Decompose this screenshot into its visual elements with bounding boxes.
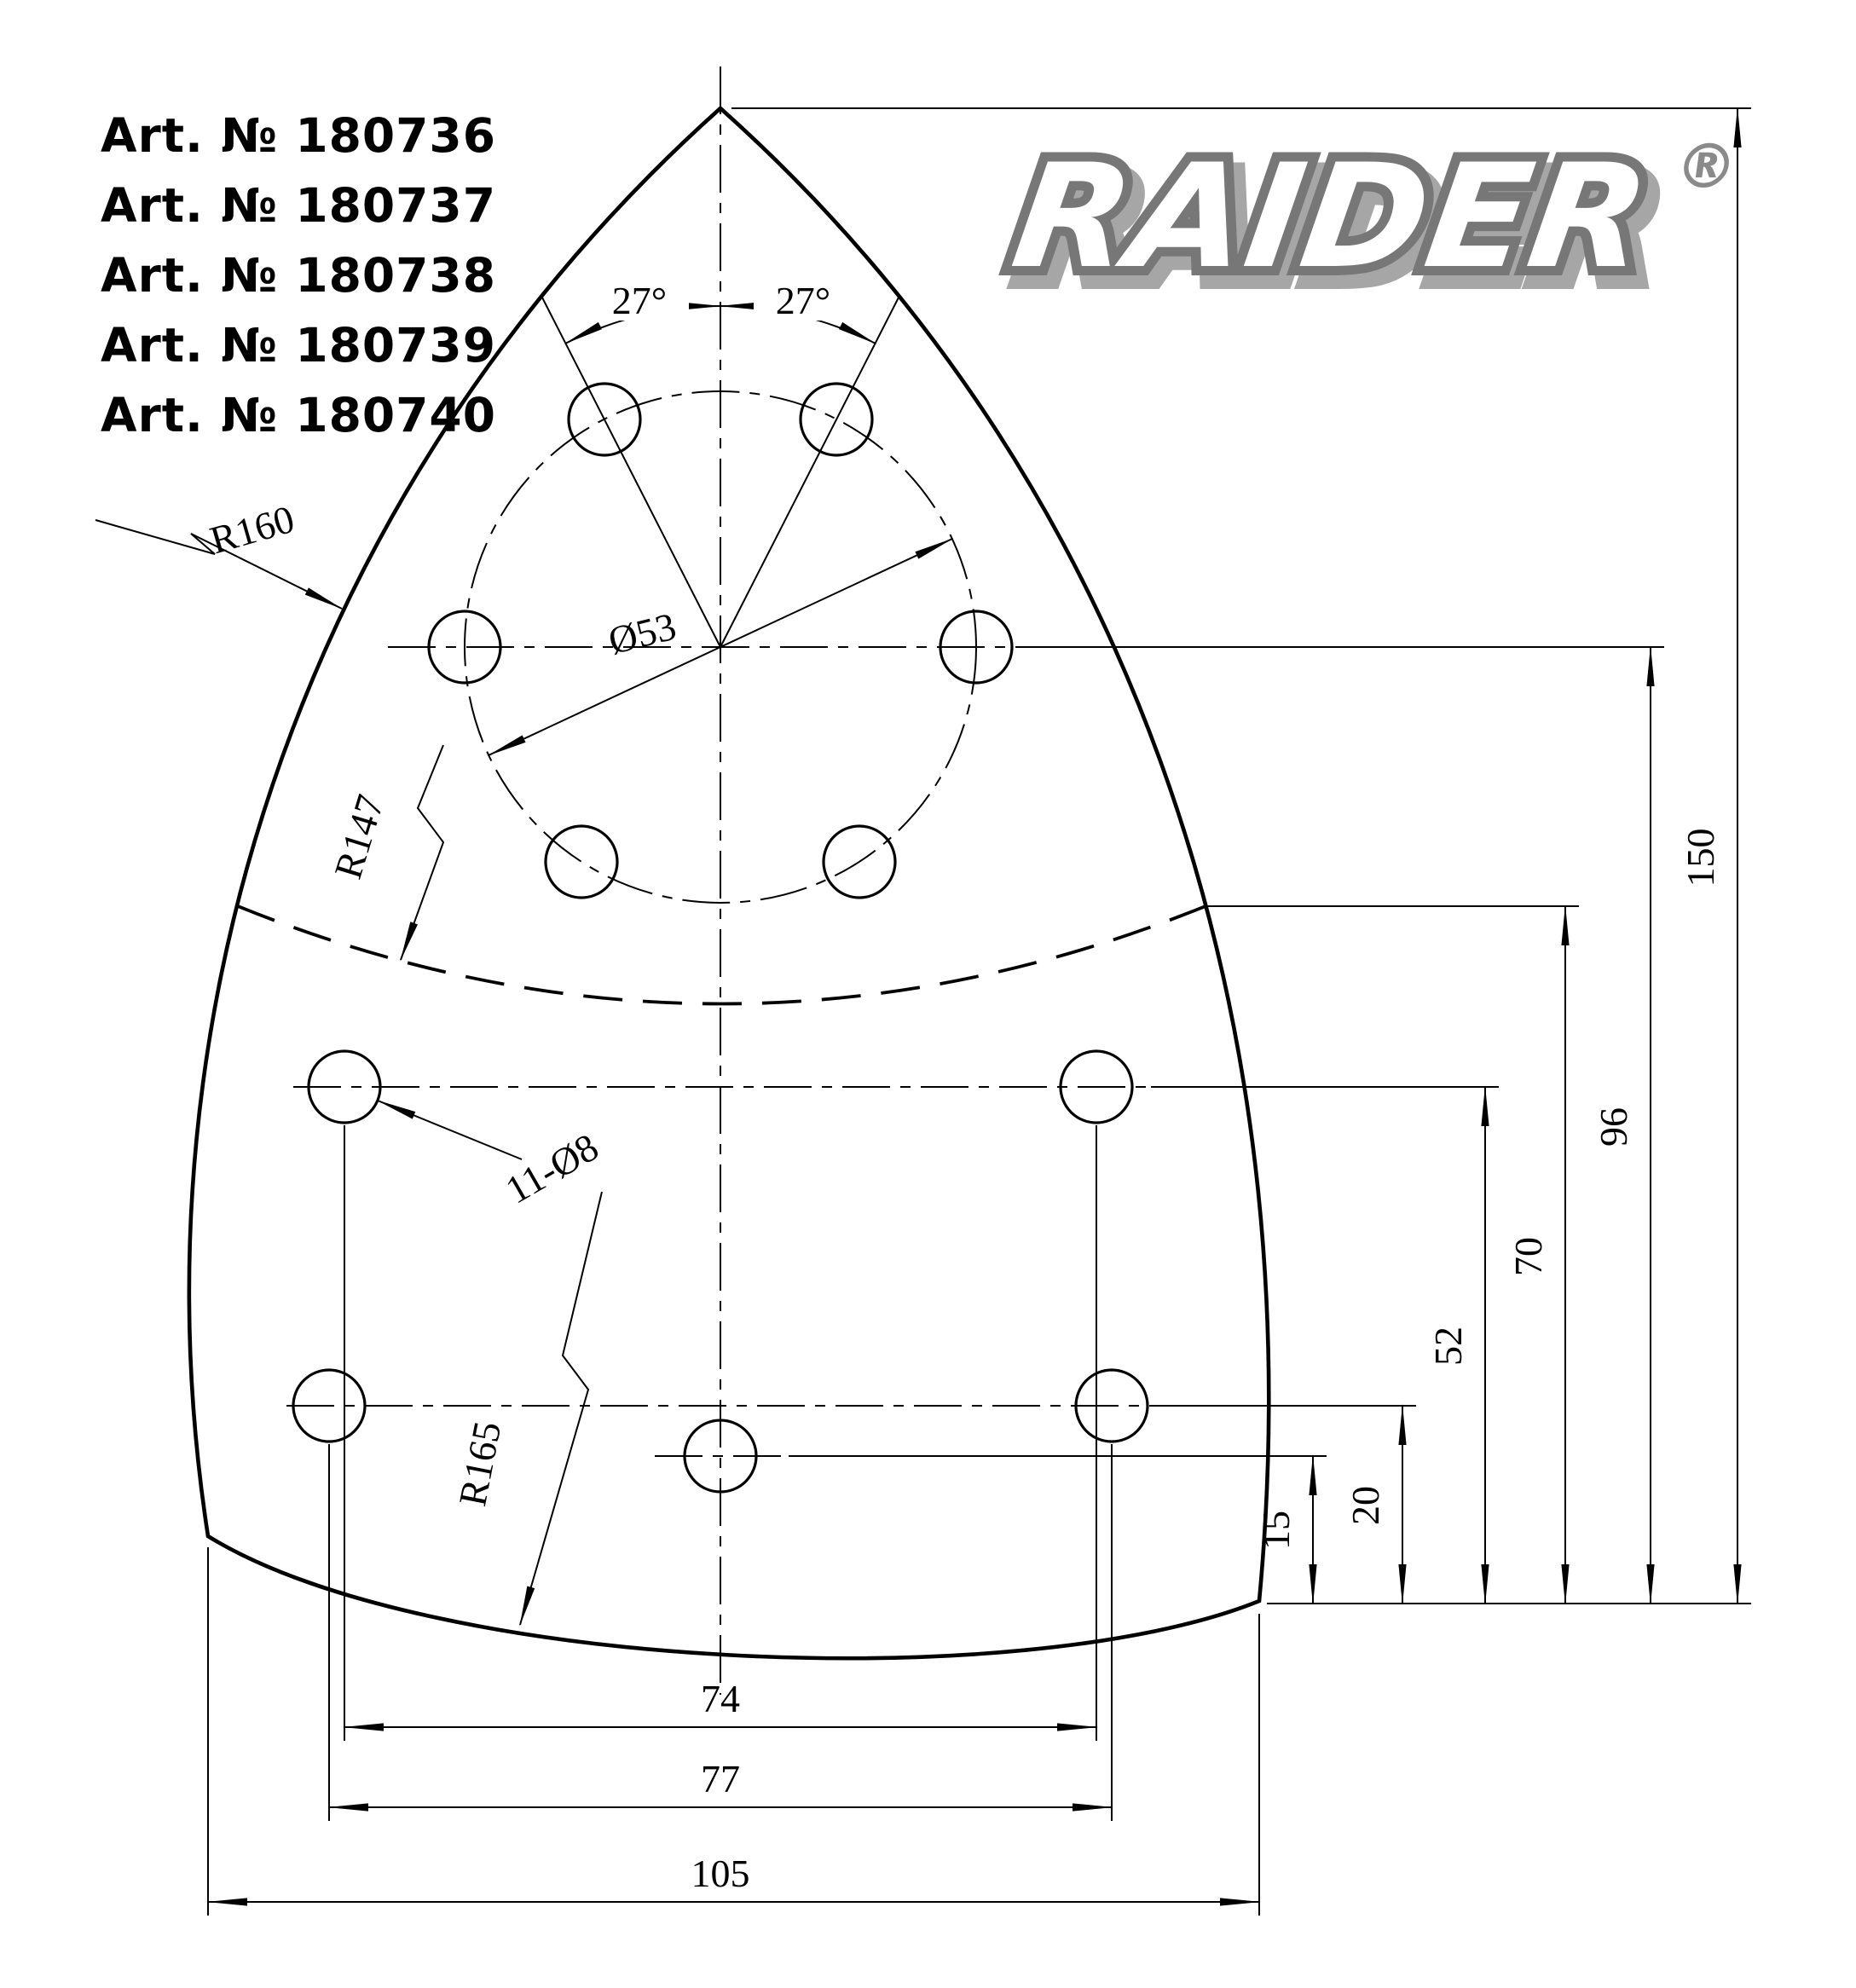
- radius-fold-label: R147: [326, 789, 392, 883]
- leader-r160: [95, 519, 344, 610]
- dim-label-15: 15: [1254, 1511, 1298, 1550]
- fold-line: [237, 904, 1206, 1006]
- pad-outline-path: [187, 105, 1271, 1661]
- extension-lines: [207, 107, 1751, 1916]
- hole: [292, 1368, 367, 1443]
- article-number-list: Art. № 180736 Art. № 180737 Art. № 18073…: [101, 101, 496, 450]
- hole: [1074, 1368, 1149, 1443]
- angle-label-left: 27°: [612, 279, 667, 322]
- leader-r147: [400, 744, 445, 962]
- article-number: Art. № 180740: [101, 388, 496, 442]
- article-number: Art. № 180736: [101, 108, 496, 163]
- dim-label-105: 105: [691, 1852, 750, 1895]
- holes: [292, 382, 1149, 1494]
- dim-label-70: 70: [1506, 1237, 1550, 1276]
- dim-label-52: 52: [1426, 1326, 1470, 1366]
- dim-label-20: 20: [1344, 1486, 1387, 1525]
- raider-logo: RAIDER RAIDER ®: [994, 124, 1742, 323]
- angle-leg-left: [541, 297, 721, 648]
- label-mask: [590, 280, 689, 321]
- article-number: Art. № 180738: [101, 248, 496, 303]
- dim-label-74: 74: [701, 1677, 740, 1720]
- raider-logo-shadow: RAIDER: [1014, 145, 1668, 312]
- dim-diameter-53: [487, 538, 954, 756]
- label-mask: [754, 280, 853, 321]
- dim-label-96: 96: [1592, 1107, 1635, 1147]
- article-number: Art. № 180739: [101, 318, 496, 373]
- hole: [544, 824, 619, 899]
- radius-bottom-label: R165: [450, 1418, 509, 1510]
- registered-trademark-icon: ®: [1670, 131, 1742, 203]
- leader-holes-note: [376, 1100, 523, 1160]
- hole: [1059, 1049, 1134, 1124]
- radius-side-label: R160: [205, 497, 299, 563]
- dim-label-77: 77: [701, 1757, 740, 1800]
- pad-outline: [187, 105, 1271, 1661]
- hole: [307, 1049, 382, 1124]
- hole: [567, 382, 642, 457]
- hole: [799, 382, 874, 457]
- angle-label-right: 27°: [776, 279, 830, 322]
- angle-leg-right: [720, 297, 899, 648]
- holes-note-label: 11-Ø8: [498, 1125, 605, 1212]
- leader-lines: [95, 519, 603, 1627]
- hole: [683, 1419, 758, 1494]
- dimension-lines: [206, 107, 1742, 1906]
- bolt-circle: [464, 390, 977, 904]
- article-number: Art. № 180737: [101, 178, 496, 233]
- bolt-circle-label: Ø53: [604, 604, 680, 663]
- raider-logo-text: RAIDER: [1003, 133, 1658, 300]
- dim-label-150: 150: [1679, 829, 1722, 887]
- hole: [822, 824, 897, 899]
- leader-r165: [519, 1191, 603, 1627]
